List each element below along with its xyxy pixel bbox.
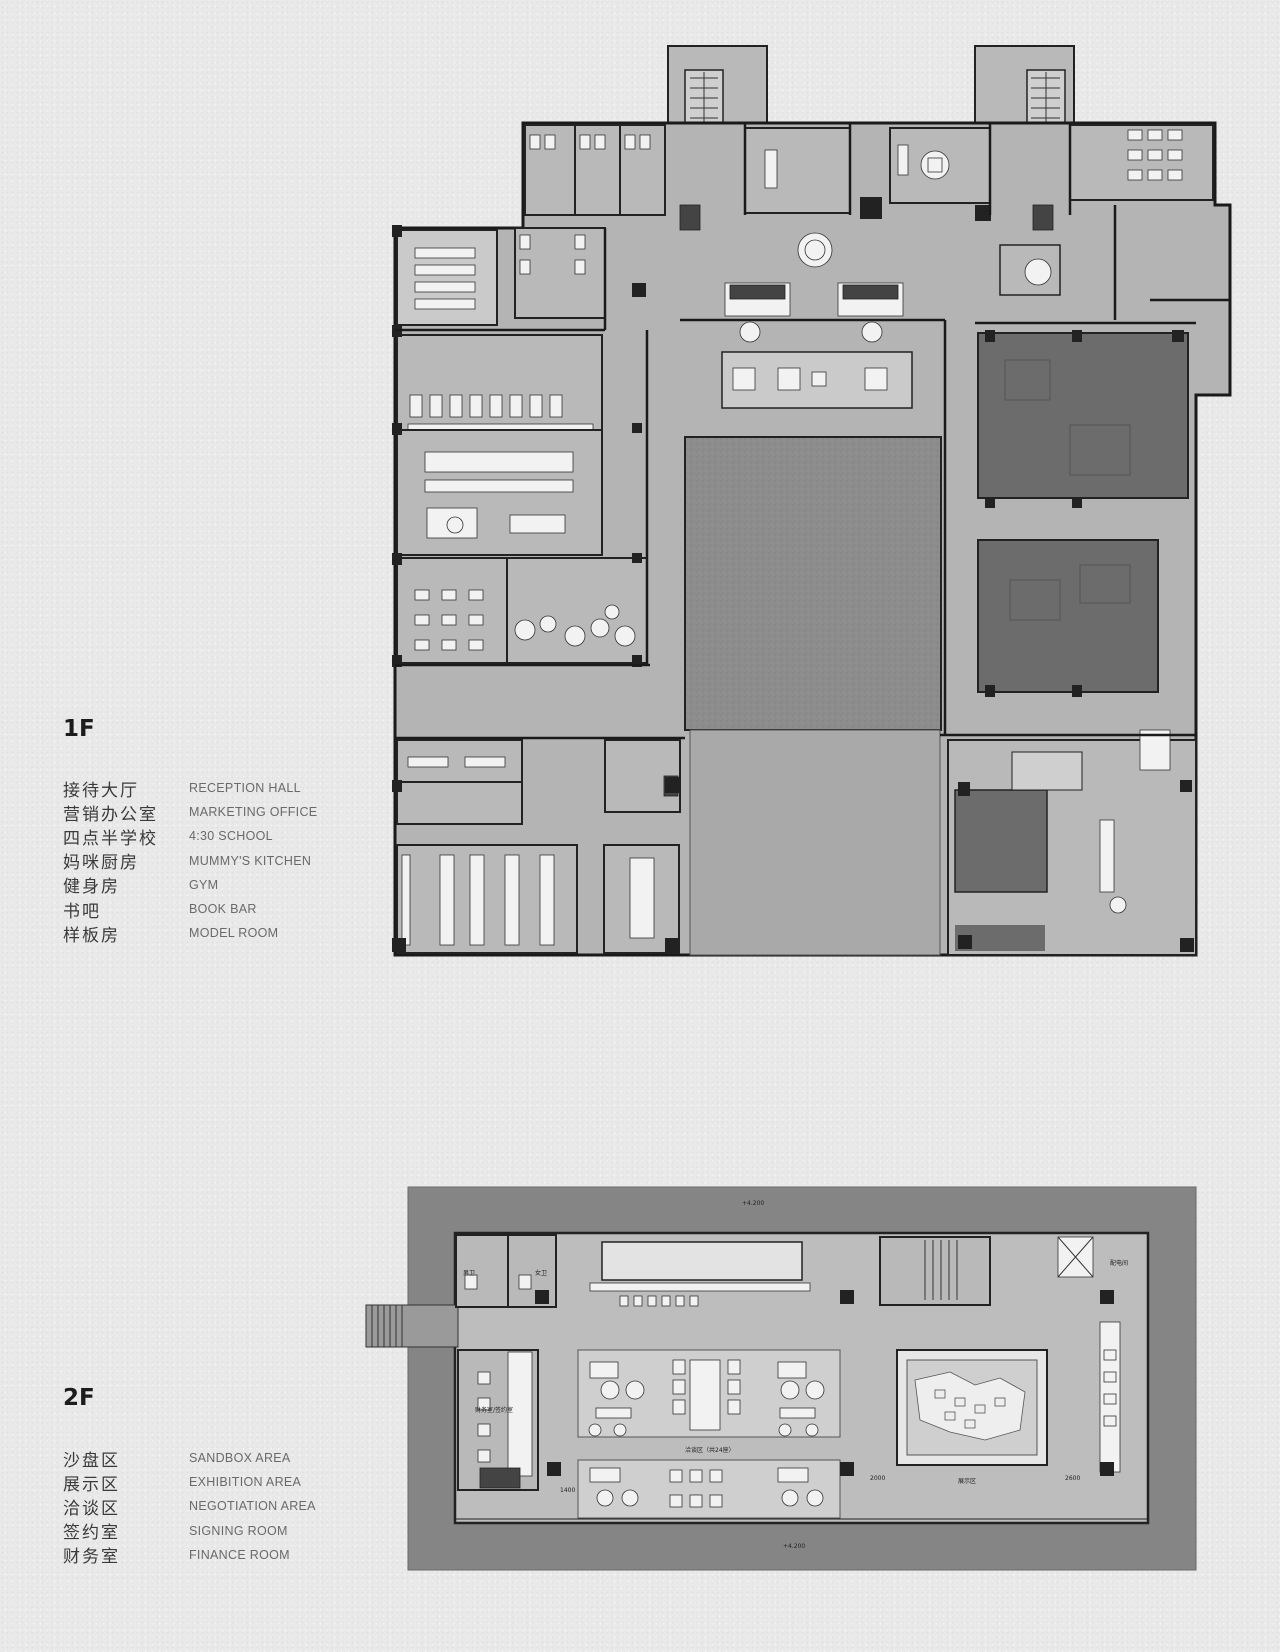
legend-cn: 四点半学校 xyxy=(63,828,158,849)
distribution-label: 配电间 xyxy=(1110,1259,1128,1267)
legend-item: 接待大厅 RECEPTION HALL xyxy=(63,776,383,801)
exhibition-label: 展示区 xyxy=(958,1478,976,1485)
negotiation-area: 洽谈区（共24座） xyxy=(577,1349,841,1519)
finance-label: 财务室/签约室 xyxy=(475,1406,513,1414)
dimension-label: 1400 xyxy=(560,1487,575,1494)
legend-en: MUMMY'S KITCHEN xyxy=(189,853,312,868)
right-lower-zone xyxy=(947,729,1197,956)
model-room xyxy=(977,332,1189,693)
legend-en: SANDBOX AREA xyxy=(189,1451,291,1466)
book-bar xyxy=(396,229,498,326)
legend-en: RECEPTION HALL xyxy=(189,781,301,796)
legend-cn: 书吧 xyxy=(63,901,101,922)
legend-item: 财务室 FINANCE ROOM xyxy=(63,1543,383,1567)
legend-item: 妈咪厨房 MUMMY'S KITCHEN xyxy=(63,849,383,873)
toilet-block xyxy=(514,124,666,319)
floor2-plan: 男卫 女卫 配电间 xyxy=(365,1186,1197,1571)
negotiation-label: 洽谈区（共24座） xyxy=(685,1446,735,1454)
four-thirty-school xyxy=(396,557,648,664)
legend-item: 四点半学校 4:30 SCHOOL xyxy=(63,824,383,849)
entry-stair xyxy=(365,1304,459,1348)
legend-item: 展示区 EXHIBITION AREA xyxy=(63,1470,383,1495)
interior-walls xyxy=(395,123,1230,740)
legend-cn: 妈咪厨房 xyxy=(63,853,139,874)
floor2-columns xyxy=(535,1290,1114,1476)
legend-en: NEGOTIATION AREA xyxy=(189,1499,316,1514)
gym xyxy=(396,334,603,431)
level-label: +4.200 xyxy=(783,1543,805,1550)
floor2-legend: 沙盘区 SANDBOX AREA 展示区 EXHIBITION AREA 洽谈区 NE… xyxy=(63,1446,383,1568)
central-courtyard xyxy=(684,436,942,956)
legend-item: 沙盘区 SANDBOX AREA xyxy=(63,1446,383,1471)
women-label: 女卫 xyxy=(535,1269,547,1277)
legend-en: EXHIBITION AREA xyxy=(189,1475,302,1490)
legend-en: MODEL ROOM xyxy=(189,926,279,941)
legend-en: 4:30 SCHOOL xyxy=(189,829,273,844)
display-wall xyxy=(1099,1321,1121,1473)
lobby-lounge xyxy=(721,282,913,409)
floor2-stair-core: 配电间 xyxy=(879,1236,1128,1306)
legend-item: 样板房 MODEL ROOM xyxy=(63,921,383,946)
stair-tower-right xyxy=(974,45,1075,171)
dimension-label: 2000 xyxy=(870,1475,885,1482)
legend-en: MARKETING OFFICE xyxy=(189,805,318,820)
legend-cn: 洽谈区 xyxy=(63,1498,120,1519)
legend-item: 营销办公室 MARKETING OFFICE xyxy=(63,800,383,825)
legend-cn: 财务室 xyxy=(63,1547,120,1568)
men-label: 男卫 xyxy=(463,1270,475,1277)
legend-item: 书吧 BOOK BAR xyxy=(63,897,383,922)
dimension-label: 2600 xyxy=(1065,1475,1080,1482)
level-label: +4.200 xyxy=(742,1200,764,1207)
exhibition-area: 展示区 xyxy=(896,1349,1048,1485)
legend-item: 健身房 GYM xyxy=(63,873,383,897)
legend-item: 洽谈区 NEGOTIATION AREA xyxy=(63,1494,383,1519)
mummys-kitchen xyxy=(396,429,603,556)
legend-en: FINANCE ROOM xyxy=(189,1547,290,1562)
legend-cn: 样板房 xyxy=(63,925,120,946)
legend-cn: 接待大厅 xyxy=(63,780,139,801)
floor1-legend: 接待大厅 RECEPTION HALL 营销办公室 MARKETING OFFICE… xyxy=(63,776,383,946)
legend-cn: 展示区 xyxy=(63,1474,120,1495)
floor1-title: 1F xyxy=(63,716,95,742)
legend-cn: 营销办公室 xyxy=(63,804,158,825)
legend-cn: 沙盘区 xyxy=(63,1450,120,1471)
reception-top xyxy=(679,124,1214,296)
legend-cn: 健身房 xyxy=(63,877,120,898)
legend-item: 签约室 SIGNING ROOM xyxy=(63,1519,383,1543)
legend-cn: 签约室 xyxy=(63,1523,120,1544)
structural-columns xyxy=(392,197,1194,952)
finance-room: 财务室/签约室 xyxy=(457,1349,539,1491)
marketing-office xyxy=(396,739,681,954)
legend-en: GYM xyxy=(189,877,219,892)
floor2-title: 2F xyxy=(63,1385,95,1411)
legend-en: SIGNING ROOM xyxy=(189,1523,288,1538)
legend-en: BOOK BAR xyxy=(189,902,257,917)
